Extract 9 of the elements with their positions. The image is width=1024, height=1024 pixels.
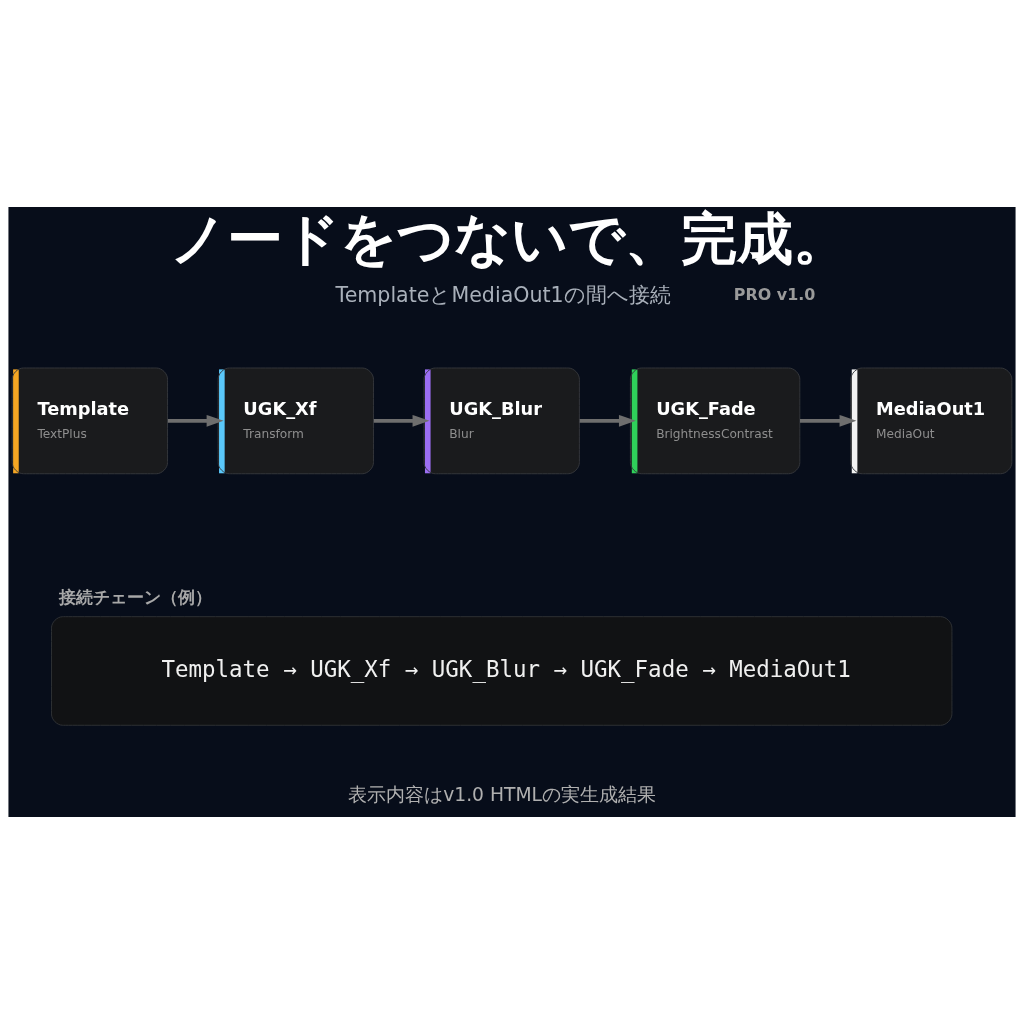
label: PRO v1.0 (733, 284, 816, 304)
arrow (800, 414, 857, 427)
arrow (167, 414, 224, 427)
label: 表示内容はv1.0 HTMLの実生成結果 (348, 784, 657, 806)
label: TemplateとMediaOut1の間へ接続 (335, 283, 671, 308)
node-label: 接続チェーン（例） (58, 587, 212, 608)
arrow (579, 414, 636, 427)
diagram-title: ノードをつないで、完成。 (169, 206, 849, 272)
arrow (373, 414, 430, 427)
